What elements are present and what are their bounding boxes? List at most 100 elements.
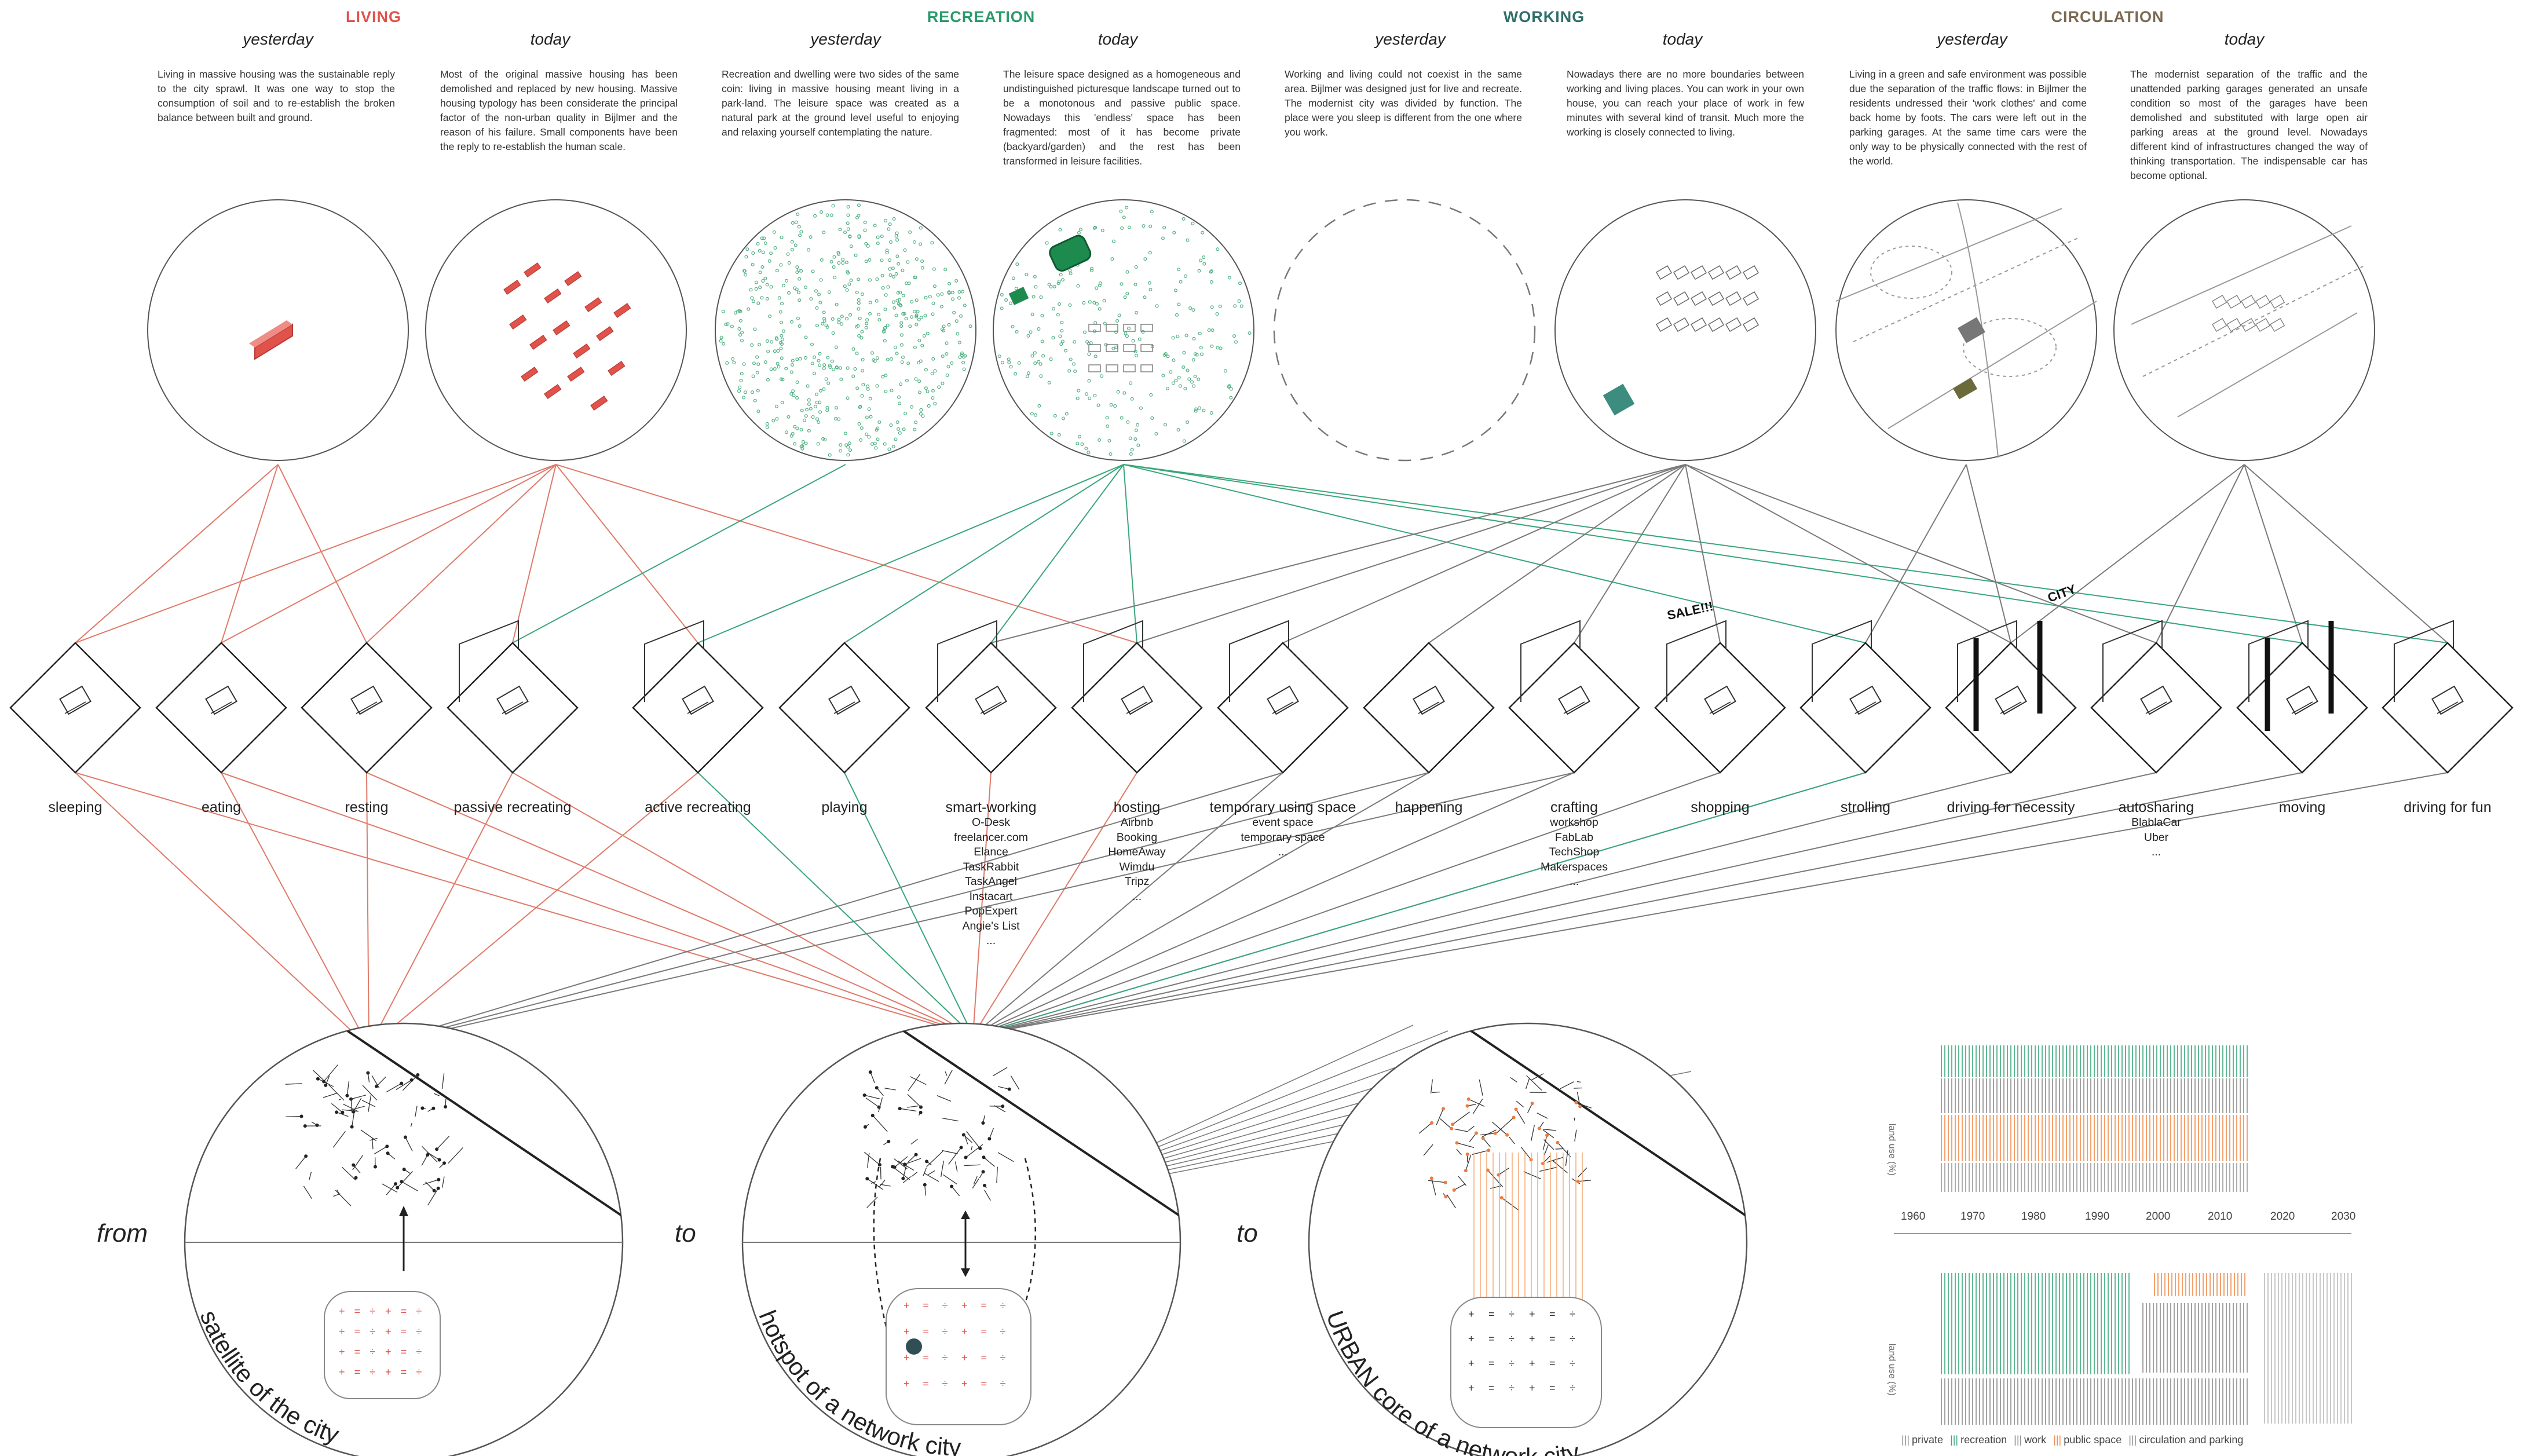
small-housing-blocks-icon bbox=[503, 262, 631, 411]
chart-tick-label: 2020 bbox=[2270, 1210, 2295, 1223]
description-circulation-yesterday: Living in a green and safe environment w… bbox=[1849, 68, 2087, 167]
svg-text:=: = bbox=[923, 1300, 929, 1311]
svg-text:=: = bbox=[354, 1346, 361, 1358]
legend-item-public-space: public space bbox=[2064, 1434, 2122, 1446]
activity-diamond-11 bbox=[1508, 620, 1640, 774]
svg-text:÷: ÷ bbox=[942, 1326, 948, 1337]
column-head-recreation-yesterday: yesterday bbox=[810, 30, 881, 48]
legend-item-work: work bbox=[2024, 1434, 2047, 1446]
svg-text:+: + bbox=[961, 1378, 968, 1389]
activity-platform-item: Angie's List bbox=[962, 919, 1020, 932]
svg-text:+: + bbox=[1468, 1333, 1475, 1345]
svg-text:÷: ÷ bbox=[1000, 1300, 1006, 1311]
legend-mark: ||| bbox=[2053, 1434, 2062, 1446]
svg-text:÷: ÷ bbox=[1570, 1308, 1575, 1320]
activity-diamond-16 bbox=[2236, 620, 2368, 774]
svg-text:÷: ÷ bbox=[1509, 1358, 1515, 1369]
chart-tick-label: 2010 bbox=[2208, 1210, 2233, 1223]
svg-text:+: + bbox=[1529, 1382, 1535, 1394]
activity-label-10: happening bbox=[1395, 799, 1463, 815]
svg-text:÷: ÷ bbox=[1000, 1378, 1006, 1389]
description-living-yesterday: Living in massive housing was the sustai… bbox=[158, 68, 395, 123]
activity-platform-item: TechShop bbox=[1549, 846, 1600, 858]
activity-label-2: eating bbox=[201, 799, 242, 815]
svg-text:=: = bbox=[401, 1326, 407, 1337]
svg-text:+: + bbox=[1529, 1358, 1535, 1369]
legend-mark: ||| bbox=[2014, 1434, 2022, 1446]
activity-label-15: autosharing bbox=[2118, 799, 2194, 815]
column-head-working-yesterday: yesterday bbox=[1375, 30, 1446, 48]
svg-text:=: = bbox=[981, 1326, 987, 1337]
activity-platform-item: TaskRabbit bbox=[963, 860, 1019, 873]
activity-label-8: hosting bbox=[1113, 799, 1161, 815]
svg-text:+: + bbox=[1468, 1382, 1475, 1394]
mixed-work-blocks-icon bbox=[1655, 265, 1760, 332]
activity-label-1: sleeping bbox=[48, 799, 103, 815]
svg-text:÷: ÷ bbox=[1509, 1308, 1515, 1320]
svg-text:÷: ÷ bbox=[1000, 1352, 1006, 1363]
svg-text:+: + bbox=[385, 1366, 392, 1378]
city-circle-satellite: +=÷+=÷+=÷+=÷+=÷+=÷+=÷+=÷ bbox=[184, 1022, 624, 1456]
svg-text:=: = bbox=[1488, 1333, 1495, 1345]
svg-text:÷: ÷ bbox=[1570, 1358, 1575, 1369]
activity-diamond-6 bbox=[778, 642, 910, 774]
activity-platform-item: ... bbox=[1278, 846, 1288, 858]
description-recreation-yesterday: Recreation and dwelling were two sides o… bbox=[722, 68, 959, 138]
circulation-today-circle bbox=[2113, 199, 2375, 461]
svg-text:=: = bbox=[923, 1352, 929, 1363]
activity-label-16: moving bbox=[2278, 799, 2326, 815]
parking-garage-icon bbox=[1958, 317, 1985, 343]
svg-text:=: = bbox=[981, 1378, 987, 1389]
activity-label-14: driving for necessity bbox=[1947, 799, 2075, 815]
legend-mark: ||| bbox=[1950, 1434, 1959, 1446]
svg-text:=: = bbox=[981, 1352, 987, 1363]
activity-platform-item: PopExpert bbox=[964, 905, 1018, 917]
svg-text:=: = bbox=[923, 1378, 929, 1389]
activity-label-3: resting bbox=[345, 799, 389, 815]
svg-text:=: = bbox=[1488, 1358, 1495, 1369]
activity-platform-item: Wimdu bbox=[1119, 860, 1155, 873]
chart-tick-label: 2030 bbox=[2331, 1210, 2356, 1223]
to-word-1: to bbox=[675, 1219, 696, 1248]
svg-text:÷: ÷ bbox=[416, 1366, 422, 1378]
top-circles bbox=[147, 199, 2375, 462]
activity-diamond-1 bbox=[9, 642, 141, 774]
svg-text:÷: ÷ bbox=[416, 1326, 422, 1337]
chart-legend: |||private|||recreation|||work|||public … bbox=[1901, 1434, 2250, 1446]
svg-text:+: + bbox=[903, 1300, 910, 1311]
activity-diamond-3 bbox=[301, 642, 433, 774]
svg-text:+: + bbox=[385, 1326, 392, 1337]
working-today-circle bbox=[1554, 199, 1816, 461]
city-circle-urban-core: +=÷+=÷+=÷+=÷+=÷+=÷+=÷+=÷ bbox=[1308, 1022, 1748, 1456]
legend-item-recreation: recreation bbox=[1960, 1434, 2007, 1446]
activity-platform-item: Booking bbox=[1116, 831, 1158, 844]
svg-text:+: + bbox=[339, 1326, 345, 1337]
description-working-today: Nowadays there are no more boundaries be… bbox=[1567, 68, 1804, 138]
activity-platform-item: Elance bbox=[974, 846, 1008, 858]
activity-diamond-13 bbox=[1799, 620, 1932, 774]
svg-text:+: + bbox=[1468, 1358, 1475, 1369]
svg-text:+: + bbox=[903, 1352, 910, 1363]
svg-text:÷: ÷ bbox=[370, 1305, 375, 1317]
svg-text:+: + bbox=[1529, 1333, 1535, 1345]
svg-text:÷: ÷ bbox=[1509, 1333, 1515, 1345]
svg-text:=: = bbox=[401, 1366, 407, 1378]
column-head-recreation-today: today bbox=[1098, 30, 1138, 48]
activity-platform-item: temporary space bbox=[1241, 831, 1325, 844]
category-living: LIVING bbox=[345, 8, 401, 25]
activity-diamond-2 bbox=[155, 642, 287, 774]
activity-platform-item: Makerspaces bbox=[1541, 860, 1608, 873]
svg-text:÷: ÷ bbox=[416, 1305, 422, 1317]
activity-diamond-10 bbox=[1363, 642, 1495, 774]
activity-diamond-17 bbox=[2382, 620, 2514, 774]
column-head-living-yesterday: yesterday bbox=[243, 30, 313, 48]
svg-text:÷: ÷ bbox=[370, 1326, 375, 1337]
land-use-chart-top bbox=[1941, 1045, 2248, 1192]
svg-text:÷: ÷ bbox=[1000, 1326, 1006, 1337]
svg-text:÷: ÷ bbox=[370, 1366, 375, 1378]
activity-platform-item: HomeAway bbox=[1108, 846, 1166, 858]
activity-platform-item: TaskAngel bbox=[965, 875, 1017, 888]
activity-label-7: smart-working bbox=[945, 799, 1037, 815]
open-air-parking-icon bbox=[2131, 225, 2364, 418]
